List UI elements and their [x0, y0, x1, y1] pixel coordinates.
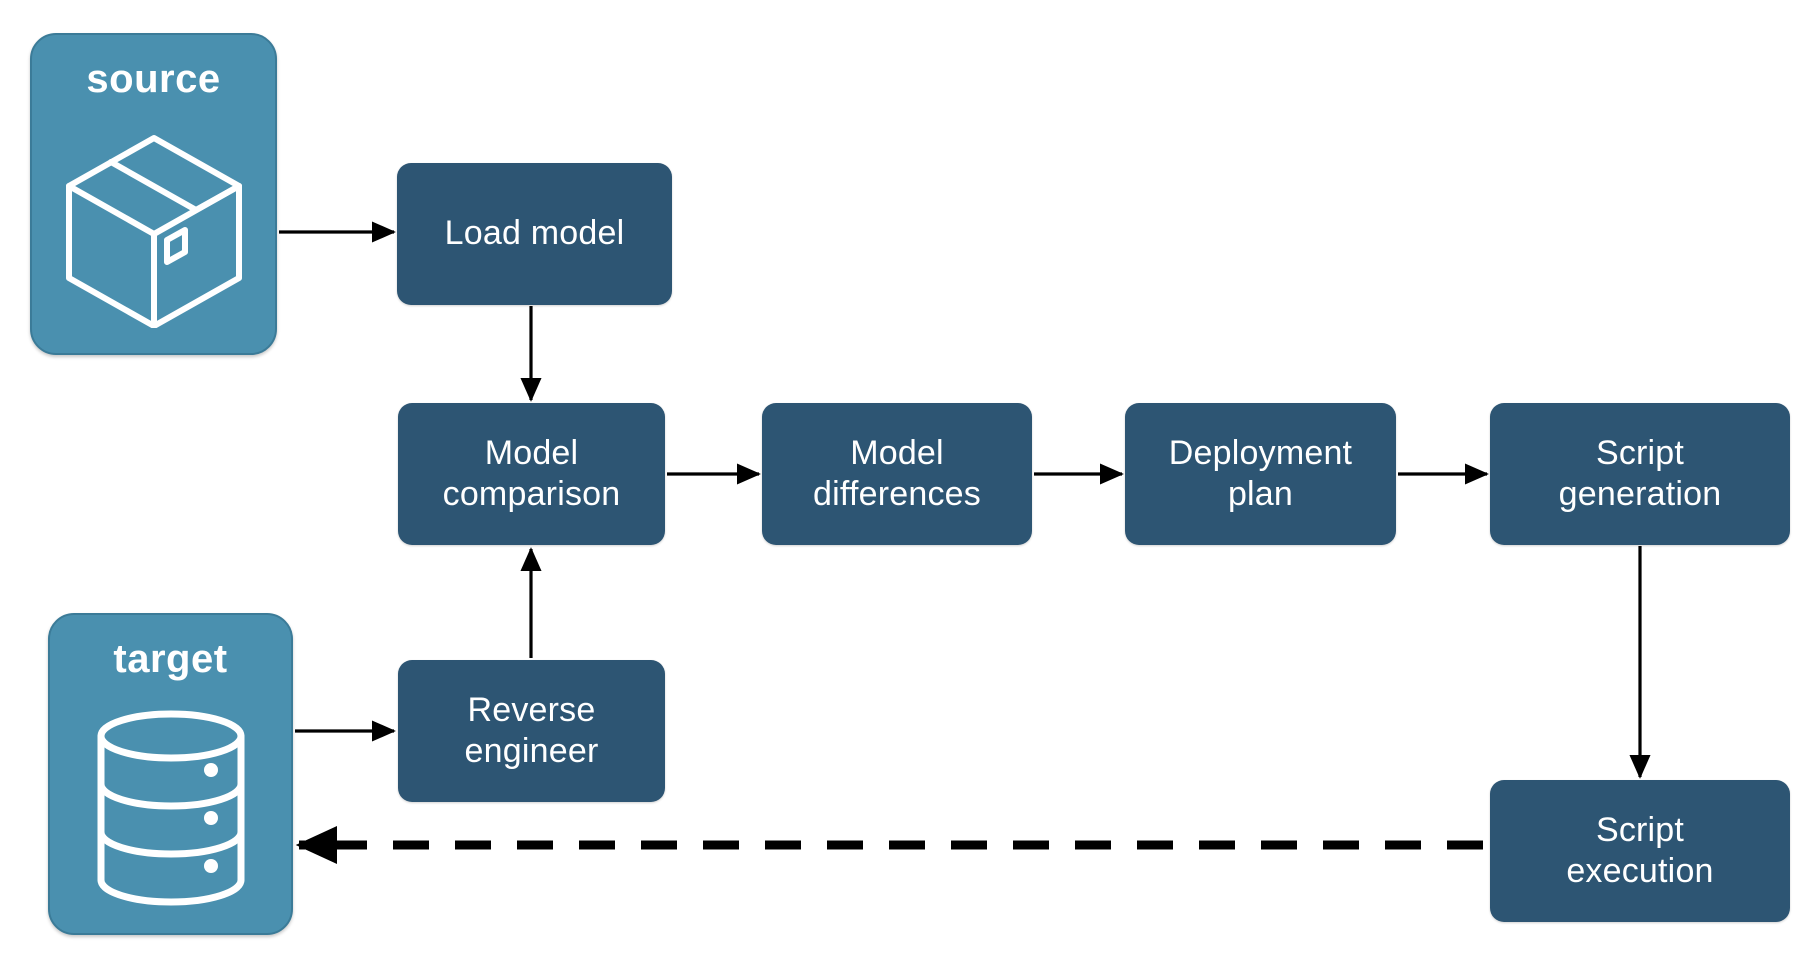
node-load-model[interactable]: Load model [397, 163, 672, 305]
node-model-comparison-label: Model comparison [442, 433, 621, 513]
package-box-icon [32, 102, 275, 353]
node-reverse-engineer[interactable]: Reverse engineer [398, 660, 665, 802]
node-target[interactable]: target [48, 613, 293, 935]
node-model-differences[interactable]: Model differences [762, 403, 1032, 545]
node-model-differences-label: Model differences [813, 433, 981, 513]
node-script-generation[interactable]: Script generation [1490, 403, 1790, 545]
node-reverse-engineer-label: Reverse engineer [464, 690, 599, 770]
node-model-comparison[interactable]: Model comparison [398, 403, 665, 545]
database-cylinder-icon [50, 682, 291, 933]
source-title: source [86, 57, 221, 101]
node-script-execution[interactable]: Script execution [1490, 780, 1790, 922]
node-deployment-plan[interactable]: Deployment plan [1125, 403, 1396, 545]
node-script-generation-label: Script generation [1558, 433, 1722, 513]
node-source[interactable]: source [30, 33, 277, 355]
node-load-model-label: Load model [444, 214, 625, 253]
node-script-execution-label: Script execution [1566, 810, 1714, 890]
target-title: target [113, 637, 228, 681]
node-deployment-plan-label: Deployment plan [1168, 433, 1353, 513]
